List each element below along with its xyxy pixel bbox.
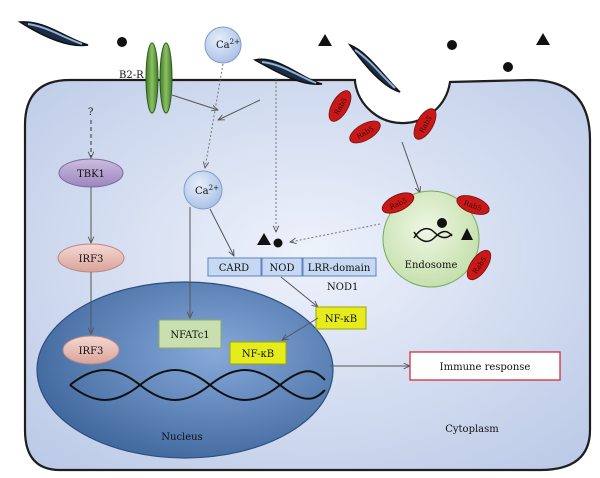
triangle-icon (318, 34, 332, 46)
rab5-marker: Rab5 (456, 195, 490, 215)
cytoplasm-label: Cytoplasm (445, 424, 499, 435)
endosome (382, 190, 480, 288)
nod-label: NOD (270, 263, 295, 274)
triangle-icon (257, 233, 271, 245)
rab5-marker: Rab5 (413, 108, 437, 140)
bead-icon (503, 62, 513, 72)
b2r-label: B2-R (119, 70, 144, 81)
arrow-nfkb-nucleus (282, 317, 319, 340)
arrow-parasite-signal (218, 99, 261, 120)
parasite-icon (17, 21, 89, 47)
rab5-marker: Rab5 (466, 249, 492, 281)
bead-icon (117, 37, 127, 47)
nfkb-cytoplasm-label: NF-κB (325, 314, 357, 325)
dna-icon (413, 227, 453, 243)
dotted-arrow-ca-in (205, 63, 224, 168)
arrow-ca-card (209, 208, 234, 256)
calcium-outside-label: Ca (216, 40, 230, 51)
immune-response-box (409, 351, 561, 381)
rab5-marker: Rab5 (328, 90, 352, 122)
nfatc1-label: NFATc1 (170, 330, 209, 341)
triangle-icon (536, 33, 550, 45)
calcium-outside (204, 26, 242, 64)
calcium-inside-sup: 2+ (209, 184, 219, 192)
arrow-endosome-formation (401, 141, 420, 193)
question-mark: ? (88, 107, 93, 118)
dotted-arrow-endosome-nod (290, 223, 381, 242)
svg-text:Ca2+: Ca2+ (195, 184, 219, 197)
endosome-label: Endosome (405, 260, 458, 271)
nfkb-cytoplasm-node (315, 306, 367, 330)
calcium-outside-sup: 2+ (230, 38, 240, 46)
bead-icon (447, 40, 457, 50)
card-label: CARD (219, 263, 249, 274)
lrr-domain (302, 257, 377, 277)
rab5-marker: Rab5 (349, 120, 381, 144)
irf3-nucleus-node (62, 335, 120, 365)
nfkb-nucleus-node (229, 341, 287, 365)
arrow-nod-nfkb (280, 276, 318, 307)
rab5-marker: Rab5 (381, 192, 415, 214)
card-domain (207, 257, 262, 277)
nod1-label: NOD1 (327, 282, 358, 293)
parasite-icon (252, 58, 323, 85)
nod-domain (261, 257, 303, 277)
svg-text:Ca2+: Ca2+ (216, 38, 240, 51)
irf3-cytoplasm-label: IRF3 (79, 254, 104, 265)
b2r-receptor-right (159, 42, 173, 114)
calcium-inside (183, 170, 223, 210)
irf3-nucleus-label: IRF3 (79, 346, 104, 357)
nfatc1-node (158, 319, 222, 349)
lrr-label: LRR-domain (308, 263, 371, 274)
dna-strand-2 (69, 369, 326, 401)
calcium-inside-label: Ca (195, 186, 209, 197)
immune-response-label: Immune response (440, 362, 531, 373)
b2r-receptor-left (145, 42, 159, 114)
triangle-icon (461, 228, 473, 240)
bead-icon (437, 218, 447, 228)
tbk1-label: TBK1 (77, 169, 105, 180)
bead-icon (273, 238, 283, 248)
nfkb-nucleus-label: NF-κB (242, 349, 274, 360)
parasite-icon (347, 43, 401, 93)
nucleus-label: Nucleus (161, 432, 202, 443)
arrow-receptor-signal (171, 94, 218, 110)
nucleus (36, 281, 334, 459)
